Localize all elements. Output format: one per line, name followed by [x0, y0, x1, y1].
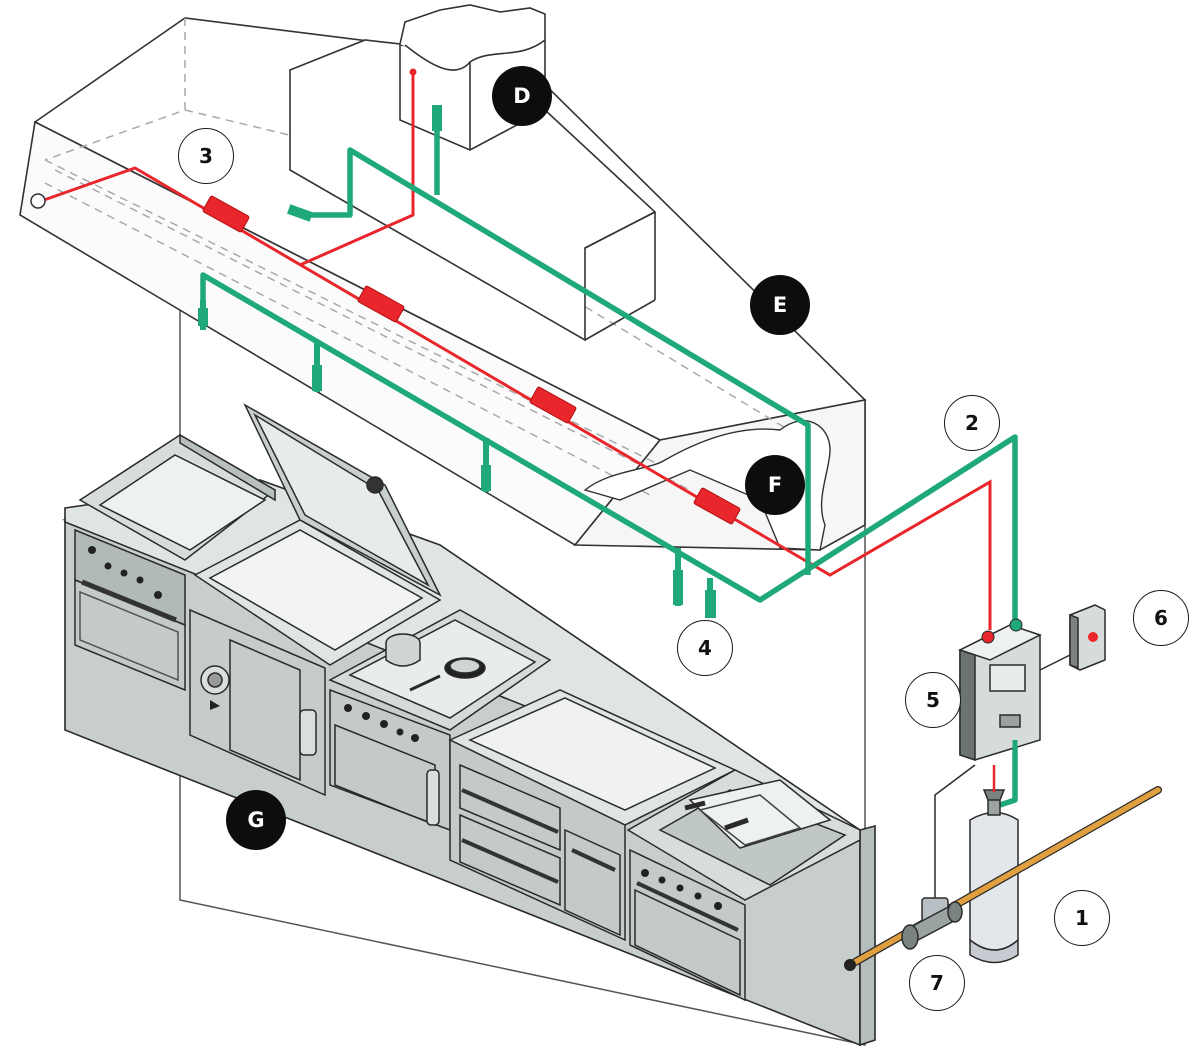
nozzle-duct-2	[287, 204, 313, 222]
detection-line-duct-end	[409, 68, 417, 76]
fusible-link-sensors	[202, 195, 741, 525]
fusible-link-sensor-3	[529, 386, 577, 424]
marker-1: 1	[1054, 890, 1110, 946]
zone-marker-d: D	[492, 66, 552, 126]
zone-marker-e: E	[750, 275, 810, 335]
zone-marker-g: G	[226, 790, 286, 850]
nozzle-duct-1	[432, 105, 442, 131]
appliance-fryer	[626, 769, 861, 1002]
fusible-link-sensor-1	[202, 195, 250, 233]
gas-pipe-wall-end	[844, 959, 856, 971]
detection-line-end-cap	[30, 193, 46, 209]
marker-6: 6	[1133, 590, 1189, 646]
marker-5: 5	[905, 672, 961, 728]
control-unit-green-port	[1009, 618, 1023, 632]
appliance-range	[328, 609, 552, 832]
discharge-nozzles	[198, 105, 716, 618]
remote-release-cable	[1039, 654, 1071, 671]
detection-line	[43, 72, 992, 630]
marker-3: 3	[178, 128, 234, 184]
control-unit-red-port	[981, 630, 995, 644]
appliance-solid-top	[448, 689, 737, 942]
hood-cutaway	[583, 420, 831, 551]
marker-7: 7	[909, 955, 965, 1011]
control-unit	[958, 624, 1042, 762]
gas-shutoff-valve	[901, 764, 976, 950]
marker-4: 4	[677, 620, 733, 676]
marker-2: 2	[944, 395, 1000, 451]
remote-manual-release	[1069, 604, 1106, 671]
zone-marker-f: F	[745, 455, 805, 515]
fusible-link-sensor-4	[693, 487, 741, 525]
fusible-link-sensor-2	[357, 285, 405, 323]
appliance-griddle-left	[74, 433, 277, 692]
appliance-tilting-pan	[189, 403, 442, 797]
